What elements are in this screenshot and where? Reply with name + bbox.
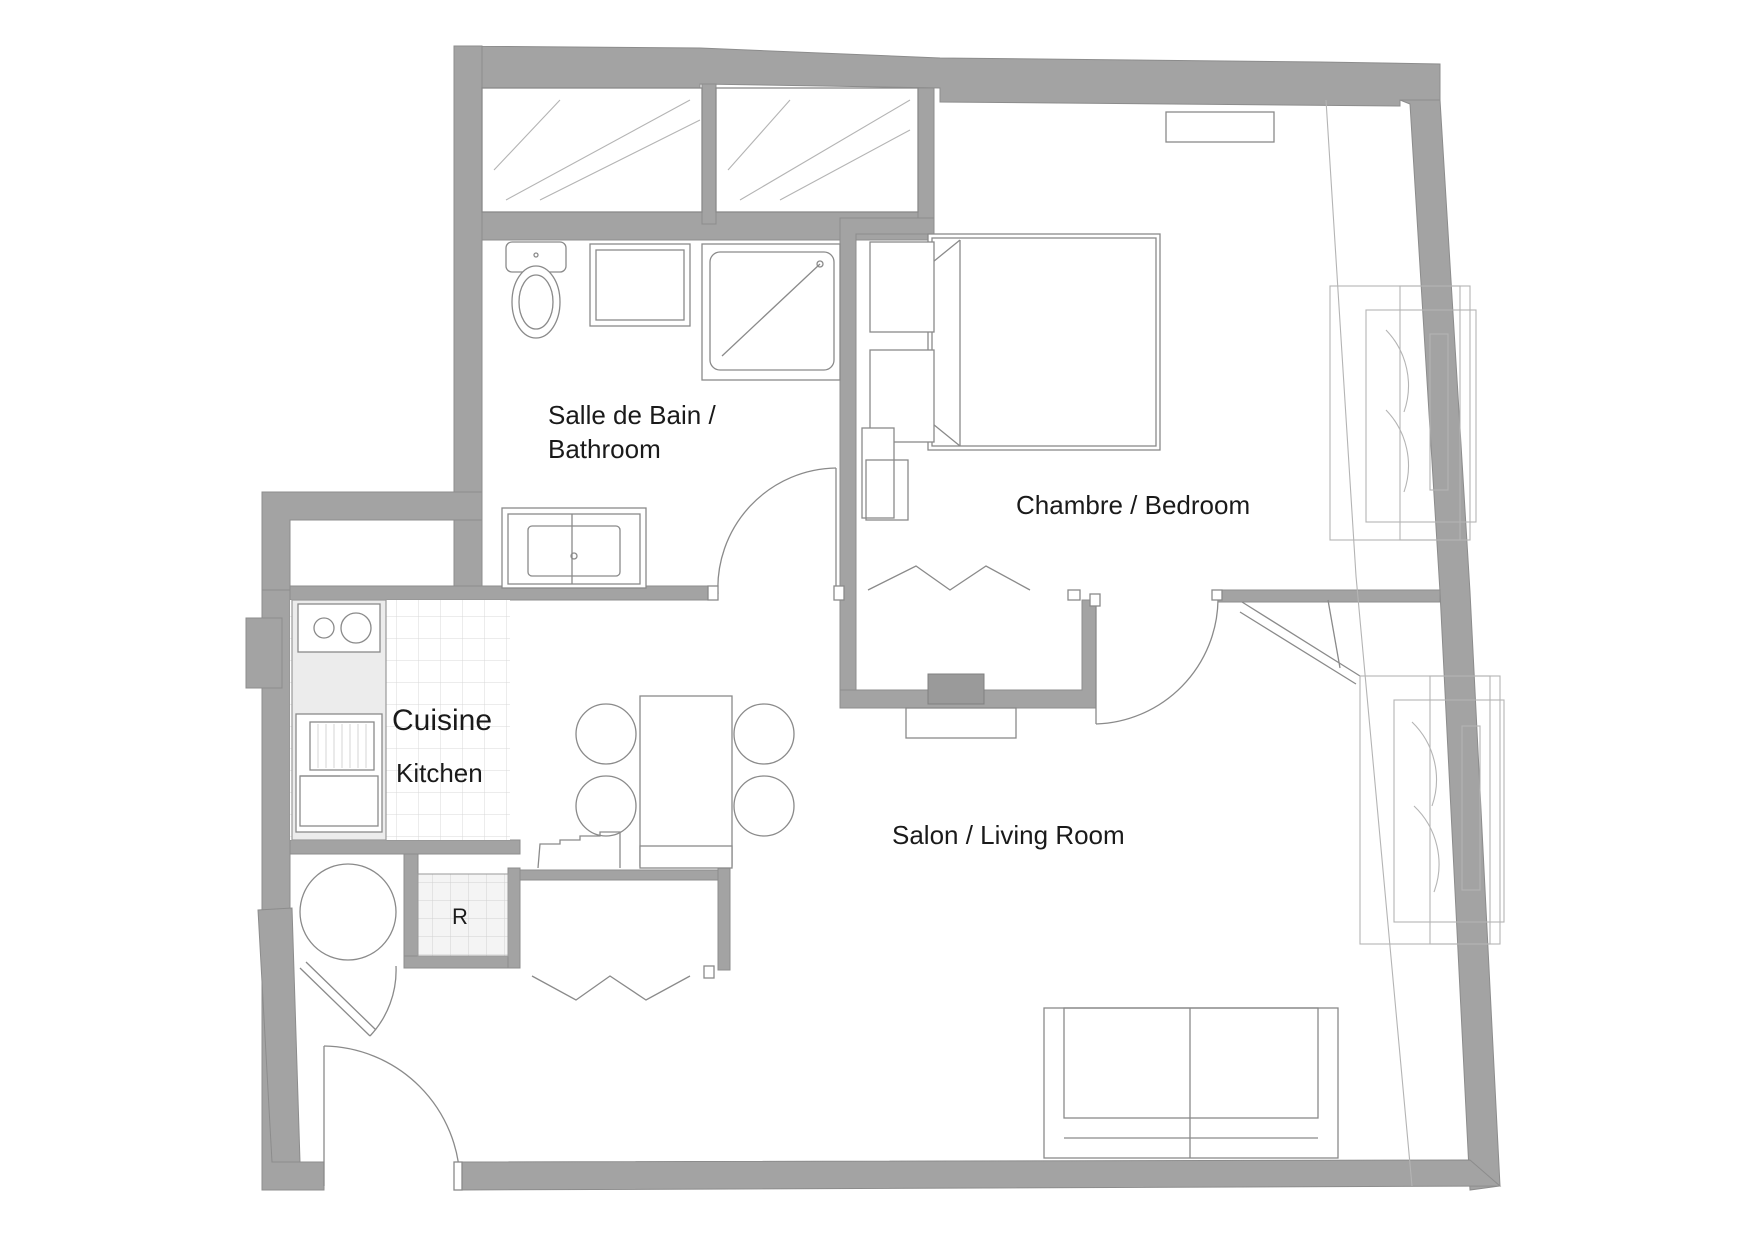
shower-icon (701, 243, 841, 381)
washer-icon (299, 863, 397, 961)
dining-table-icon (639, 695, 733, 867)
nightstand-bottom (869, 349, 935, 443)
shelf (861, 427, 895, 519)
bedroom-label: Chambre / Bedroom (1016, 490, 1250, 520)
walls (245, 45, 1502, 1191)
wall-cabinet-divider (701, 83, 717, 225)
chair-icon (733, 775, 795, 837)
sink-icon (501, 507, 647, 589)
bedroom-door-icon (1095, 599, 1219, 725)
sofa-icon (1043, 1007, 1339, 1159)
exterior-wall-right (1399, 99, 1501, 1191)
exterior-wall-step (261, 491, 483, 591)
dish-drainer (309, 721, 375, 771)
balcony-door-icon (1239, 601, 1361, 685)
storage-door-icon (299, 961, 377, 1037)
wall-fridge-right (507, 867, 521, 969)
exterior-wall-bottom (457, 1159, 1502, 1191)
wall-bedroom-bottom (1217, 589, 1441, 603)
wall-kitchen-lower (289, 839, 521, 855)
chair-icon (575, 775, 637, 837)
exterior-wall-corner (257, 907, 301, 1163)
fridge-label: R (452, 904, 468, 929)
kitchen (290, 599, 510, 961)
nightstand-top (869, 241, 935, 333)
bathroom-cabinet (589, 243, 691, 327)
kitchen-sink-icon (295, 713, 383, 833)
dining-set (537, 695, 795, 869)
entrance-door-icon (323, 1045, 461, 1183)
top-cabinets (481, 87, 919, 213)
bathroom-label-line1: Salle de Bain / (548, 400, 716, 430)
wall-storage-top (519, 869, 731, 881)
windows-right (1325, 99, 1505, 1187)
doors (299, 467, 1361, 1191)
window-lower (1359, 675, 1505, 945)
ac-unit-icon (1165, 111, 1275, 143)
wall-fridge-bottom (403, 955, 521, 969)
tv-niche (927, 673, 985, 705)
window-frame-kitchen (245, 617, 283, 689)
wall-storage-right (717, 859, 731, 971)
fridge-icon (417, 873, 509, 957)
bathroom-door-icon (717, 467, 837, 595)
bathroom-label-line2: Bathroom (548, 434, 661, 464)
chair-icon (733, 703, 795, 765)
wall-cabinet-right (917, 87, 935, 229)
wall-fridge-left (403, 853, 419, 969)
chair-icon (575, 703, 637, 765)
tv-stand-icon (905, 707, 1017, 739)
bathroom-fixtures (501, 241, 841, 589)
kitchen-label-line1: Cuisine (392, 704, 492, 737)
kitchen-label-line2: Kitchen (396, 758, 483, 788)
closet-folding-door (867, 565, 1031, 591)
window-upper (1329, 285, 1477, 541)
bed-icon (927, 233, 1161, 451)
storage-folding-door (531, 975, 691, 1001)
cooktop-icon (297, 603, 381, 653)
room-labels: Salle de Bain / Bathroom Chambre / Bedro… (392, 400, 1250, 929)
living-room-label: Salon / Living Room (892, 820, 1125, 850)
bedroom-furniture (861, 233, 1223, 601)
